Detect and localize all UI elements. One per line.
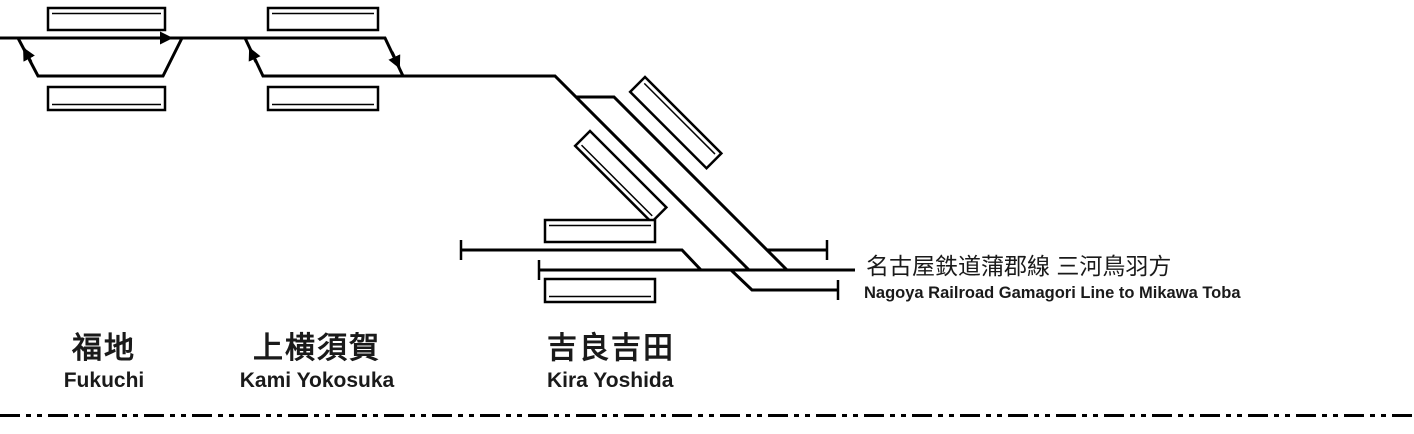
track-kira-upper-stub (461, 248, 703, 272)
kami-yokosuka-platform-top (266, 6, 380, 32)
station-label-jp-kami-yokosuka: 上横須賀 (253, 332, 381, 365)
fukuchi-platform-bottom (46, 85, 167, 112)
kira-platform-diagonal-upper (628, 75, 724, 170)
kira-platform-horizontal-upper (543, 218, 657, 244)
station-label-en-fukuchi: Fukuchi (64, 369, 145, 392)
kira-platform-diagonal-lower (573, 129, 669, 224)
direction-arrow-fukuchi-up-left-icon (22, 47, 35, 63)
kira-platform-horizontal-lower (543, 277, 657, 304)
station-label-jp-fukuchi: 福地 (71, 332, 136, 365)
station-label-en-kira-yoshida: Kira Yoshida (547, 369, 674, 392)
station-label-en-kami-yokosuka: Kami Yokosuka (240, 369, 395, 392)
station-label-jp-kira-yoshida: 吉良吉田 (547, 331, 675, 365)
direction-arrow-kami-up-left-icon (248, 47, 261, 63)
track-kira-branch-diagonal (576, 95, 789, 272)
connection-label-en: Nagoya Railroad Gamagori Line to Mikawa … (864, 284, 1241, 302)
kami-yokosuka-platform-bottom (266, 85, 380, 112)
direction-arrow-kami-down-right-icon (388, 51, 401, 69)
connection-label-jp: 名古屋鉄道蒲郡線 三河鳥羽方 (866, 253, 1171, 279)
fukuchi-platform-top (46, 6, 167, 32)
track-fukuchi-loop (16, 37, 184, 78)
track-kira-lower-siding (729, 268, 838, 292)
track-kami-yokosuka-loop (243, 37, 403, 78)
